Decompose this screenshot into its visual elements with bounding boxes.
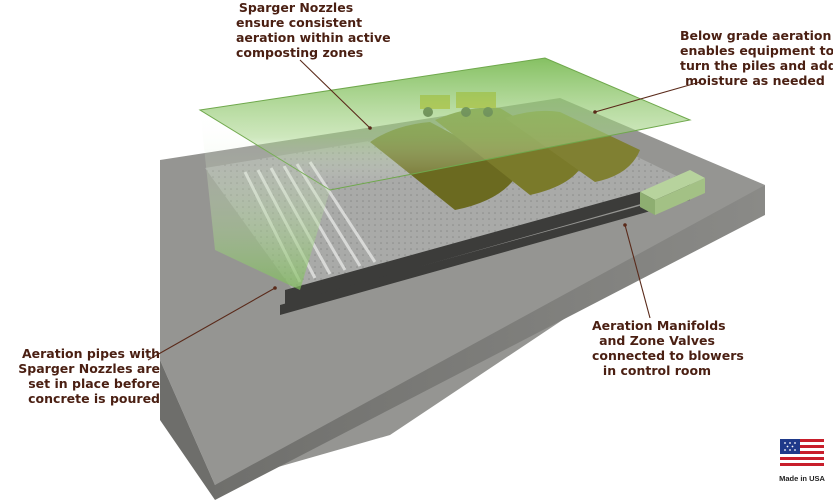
callout-line: composting zones: [236, 45, 364, 60]
concrete-slab-front-face: [160, 360, 215, 500]
foundation-beams: [280, 178, 690, 315]
callout-line: turn the piles and add: [680, 58, 833, 73]
callout-line: ensure consistent: [236, 15, 363, 30]
callout-line: Aeration Manifolds: [592, 318, 726, 333]
callout-line: Below grade aeration: [680, 28, 832, 43]
callout-line: concrete is poured: [28, 391, 160, 406]
callout-line: set in place before: [28, 376, 160, 391]
callout-line: Aeration pipes with: [21, 346, 160, 361]
callout-sparger-nozzles: Sparger Nozzles ensure consistent aerati…: [236, 0, 391, 60]
us-flag-icon: [780, 439, 824, 469]
callout-aeration-manifolds: Aeration Manifolds and Zone Valves conne…: [592, 318, 744, 378]
callout-aeration-pipes: Aeration pipes with Sparger Nozzles are …: [10, 346, 160, 406]
callout-line: Sparger Nozzles are: [18, 361, 160, 376]
callout-line: and Zone Valves: [599, 333, 715, 348]
callout-line: in control room: [602, 363, 712, 378]
concrete-slab-right-face: [215, 185, 765, 500]
control-room: [640, 170, 705, 215]
made-in-usa-label: Made in USA: [779, 474, 825, 483]
leader-lines: [147, 59, 701, 361]
leader-endpoints: [273, 110, 627, 290]
translucent-wall: [200, 110, 330, 290]
callout-line: Sparger Nozzles: [238, 0, 354, 15]
callout-below-grade-aeration: Below grade aeration enables equipment t…: [680, 28, 833, 88]
callout-line: moisture as needed: [685, 73, 825, 88]
callout-line: connected to blowers: [592, 348, 744, 363]
callout-line: aeration within active: [236, 30, 391, 45]
callout-line: enables equipment to: [680, 43, 833, 58]
